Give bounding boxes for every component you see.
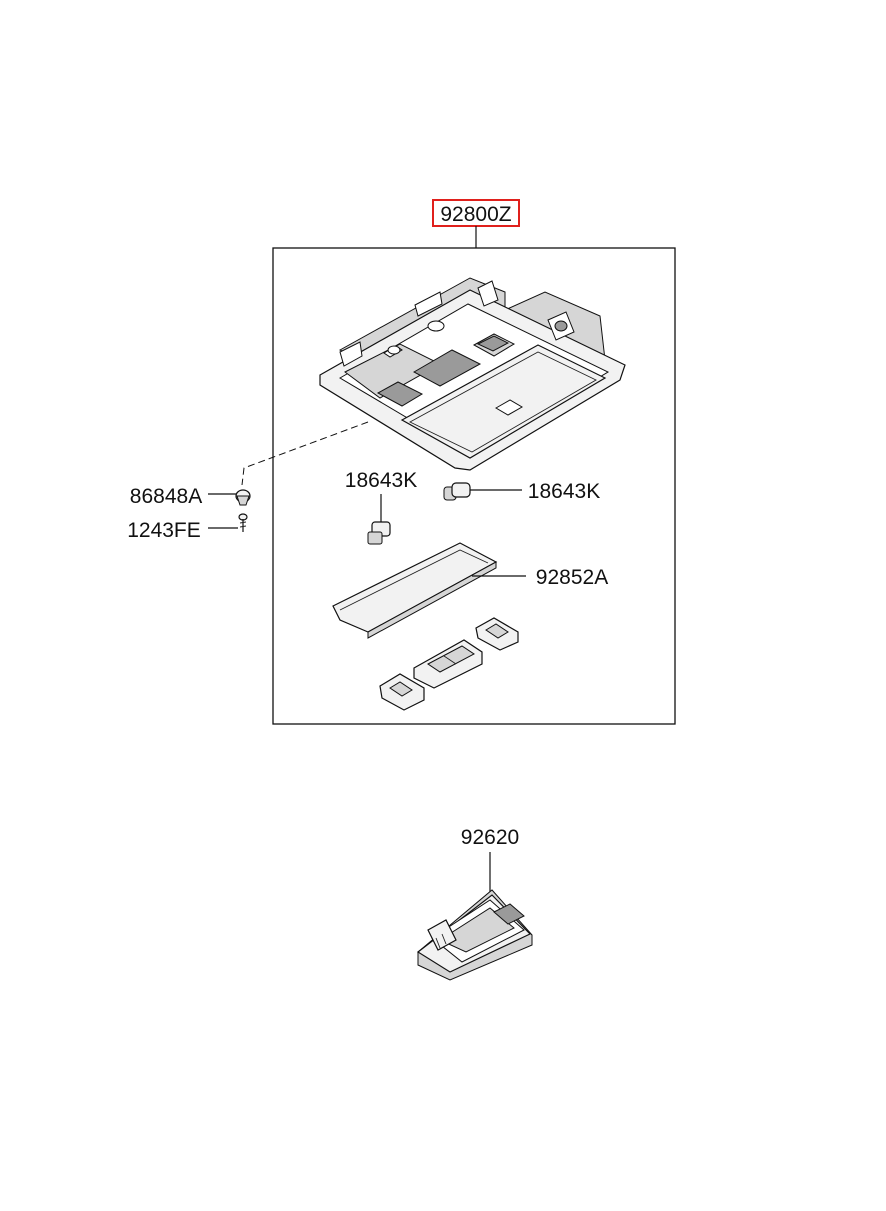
lens-92852A-drawing (332, 542, 498, 639)
part-label-92800Z[interactable]: 92800Z (440, 203, 511, 226)
part-label-18643K-left[interactable]: 18643K (345, 469, 417, 492)
clip-dashed-leader (241, 421, 369, 486)
screw-1243FE-drawing (238, 513, 248, 532)
bulb-left-drawing (367, 521, 391, 545)
overhead-console-drawing (319, 277, 626, 471)
part-label-1243FE[interactable]: 1243FE (127, 519, 201, 542)
room-lamp-92620-drawing (416, 889, 533, 981)
switch-brackets-drawing (379, 617, 519, 711)
clip-86848A-drawing (235, 489, 251, 506)
part-label-92620[interactable]: 92620 (461, 826, 519, 849)
part-label-92852A[interactable]: 92852A (536, 566, 608, 589)
assembly-frame (272, 247, 676, 725)
part-label-86848A[interactable]: 86848A (130, 485, 202, 508)
part-label-18643K-right[interactable]: 18643K (528, 480, 600, 503)
bulb-right-drawing (443, 482, 471, 501)
